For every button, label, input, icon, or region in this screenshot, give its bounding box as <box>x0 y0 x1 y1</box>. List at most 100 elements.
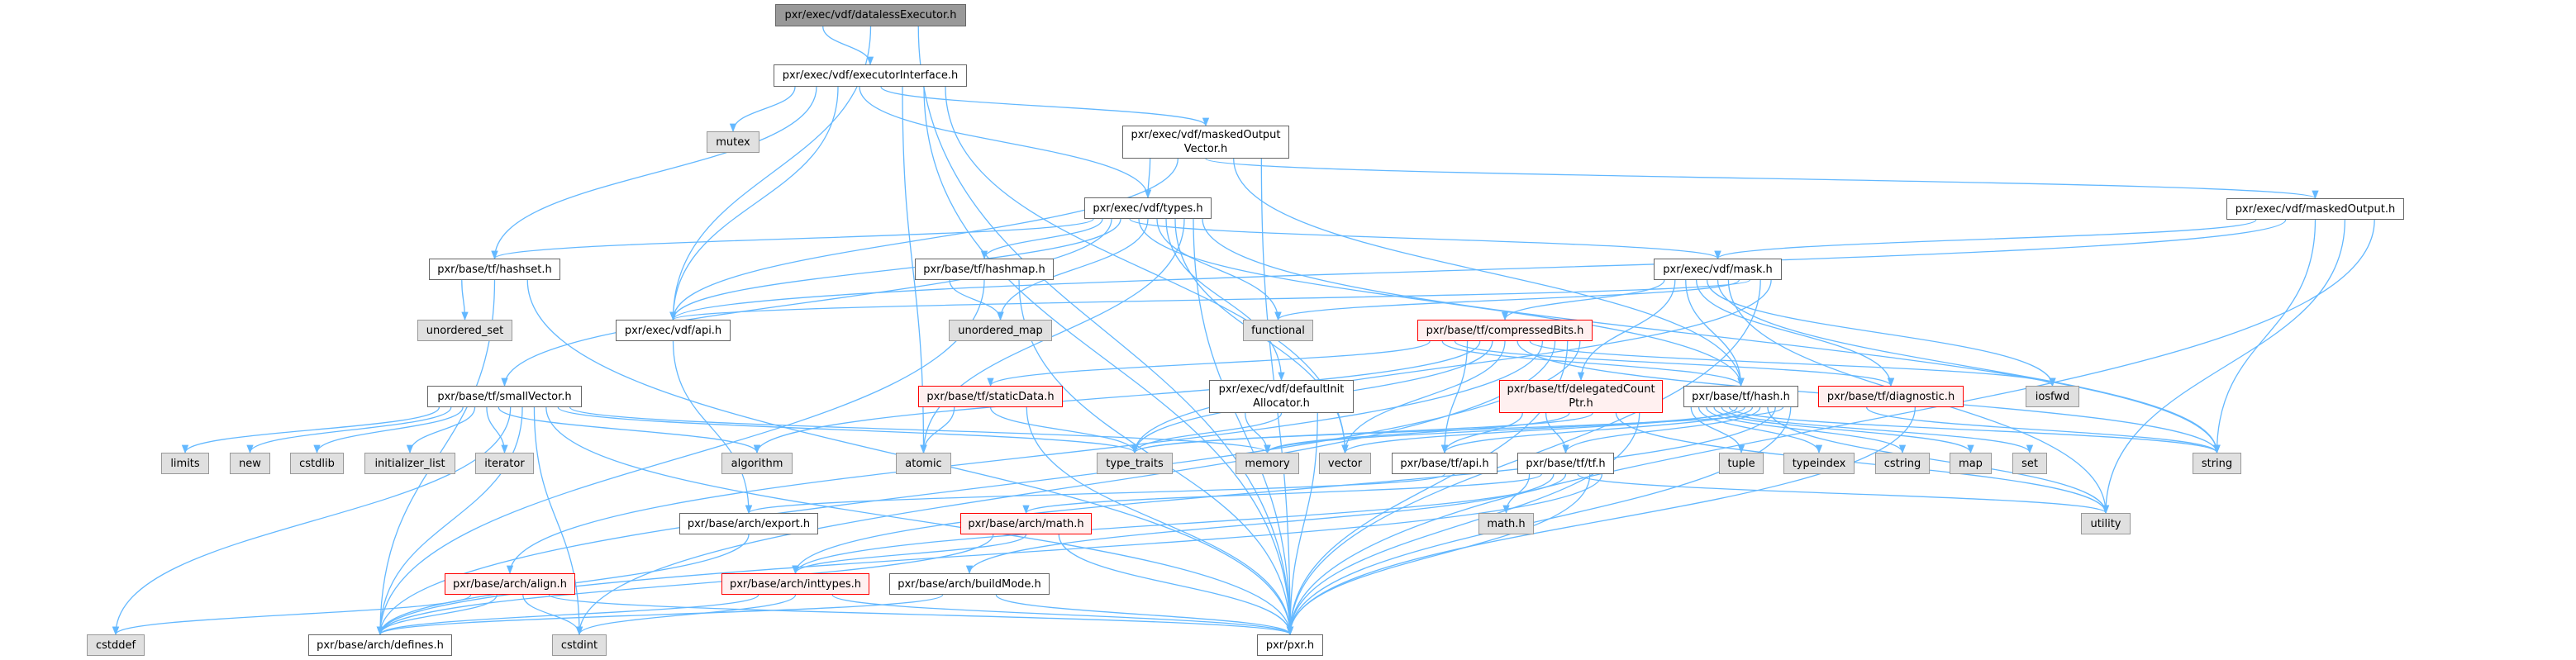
edge-buildMode-to-pxr <box>995 594 1294 636</box>
edge-dia-to-pxr <box>1286 412 1318 636</box>
edge-types-to-functional <box>1156 218 1282 321</box>
edge-tf-to-utility <box>1577 473 2109 515</box>
node-tf-hash[interactable]: pxr/base/tf/hash.h <box>1683 386 1798 407</box>
edge-buildMode-to-defines <box>377 594 944 636</box>
node-static-data[interactable]: pxr/base/tf/staticData.h <box>918 386 1063 407</box>
node-unordered-map[interactable]: unordered_map <box>949 320 1052 341</box>
edge-hash-to-pxr <box>1286 406 1792 636</box>
node-arch-export[interactable]: pxr/base/arch/export.h <box>679 513 818 534</box>
edge-mo-to-vdfapi <box>669 219 2287 321</box>
edge-mo-to-string <box>2213 219 2316 454</box>
edge-hash-to-inttypes <box>792 406 1776 575</box>
node-dataless-executor[interactable]: pxr/exec/vdf/datalessExecutor.h <box>775 4 966 26</box>
edge-diagnostic-to-string <box>1866 406 2221 454</box>
node-pxr[interactable]: pxr/pxr.h <box>1257 634 1323 656</box>
node-new[interactable]: new <box>230 453 270 474</box>
node-type-traits[interactable]: type_traits <box>1097 453 1173 474</box>
edge-vdfapi-to-export <box>672 340 753 515</box>
edge-hash-to-cstring <box>1706 406 1907 454</box>
node-default-init-allocator[interactable]: pxr/exec/vdf/defaultInit Allocator.h <box>1209 380 1354 413</box>
node-masked-output[interactable]: pxr/exec/vdf/maskedOutput.h <box>2226 198 2404 220</box>
edge-smallVector-to-cstdlib <box>313 406 464 454</box>
edge-hash-to-tfapi <box>1440 406 1754 454</box>
edge-types-to-hash <box>1138 218 1745 387</box>
node-set[interactable]: set <box>2012 453 2047 474</box>
node-arch-inttypes[interactable]: pxr/base/arch/inttypes.h <box>721 573 869 595</box>
node-small-vector[interactable]: pxr/base/tf/smallVector.h <box>427 386 582 407</box>
edge-types-to-unordered_map <box>997 218 1149 321</box>
edge-types-to-atomic <box>920 218 1185 454</box>
edge-dcp-to-memory <box>1264 412 1570 454</box>
node-arch-align[interactable]: pxr/base/arch/align.h <box>445 573 575 595</box>
node-cstddef[interactable]: cstddef <box>87 634 145 656</box>
edge-dcp-to-utility <box>1615 412 2110 515</box>
node-cstdint[interactable]: cstdint <box>552 634 607 656</box>
node-compressed-bits[interactable]: pxr/base/tf/compressedBits.h <box>1417 320 1593 341</box>
node-cstring[interactable]: cstring <box>1875 453 1930 474</box>
edge-types-to-string <box>1202 218 2221 454</box>
node-algorithm[interactable]: algorithm <box>721 453 793 474</box>
node-atomic[interactable]: atomic <box>896 453 951 474</box>
edge-smallVector-to-defines <box>376 406 523 636</box>
node-tf-tf[interactable]: pxr/base/tf/tf.h <box>1517 453 1614 474</box>
node-vdf-api[interactable]: pxr/exec/vdf/api.h <box>616 320 731 341</box>
node-mutex[interactable]: mutex <box>707 131 759 153</box>
node-vdf-types[interactable]: pxr/exec/vdf/types.h <box>1084 197 1212 219</box>
edge-root-to-execIface <box>822 26 874 66</box>
node-functional[interactable]: functional <box>1243 320 1313 341</box>
edge-hashmap-to-defines <box>376 279 985 636</box>
node-masked-output-vector[interactable]: pxr/exec/vdf/maskedOutput Vector.h <box>1122 126 1289 159</box>
node-hashmap[interactable]: pxr/base/tf/hashmap.h <box>915 259 1054 280</box>
node-map[interactable]: map <box>1950 453 1992 474</box>
node-initializer-list[interactable]: initializer_list <box>364 453 455 474</box>
node-utility[interactable]: utility <box>2081 513 2131 534</box>
edge-tf-to-pxr <box>1286 473 1591 636</box>
edge-execIface-to-mutex <box>729 86 796 133</box>
edge-types-to-smallVector <box>501 218 1112 387</box>
node-arch-math[interactable]: pxr/base/arch/math.h <box>960 513 1092 534</box>
node-string[interactable]: string <box>2193 453 2241 474</box>
edge-smallVector-to-initializer_list <box>406 406 476 454</box>
node-math-h[interactable]: math.h <box>1478 513 1534 534</box>
edge-smallVector-to-type_traits <box>557 406 1138 454</box>
edge-compressedBits-to-algorithm <box>753 340 1481 454</box>
node-iosfwd[interactable]: iosfwd <box>2026 386 2079 407</box>
edge-mask-to-string <box>1717 279 2221 454</box>
edge-hash-to-vector <box>1341 406 1738 454</box>
node-hashset[interactable]: pxr/base/tf/hashset.h <box>429 259 560 280</box>
node-arch-build-mode[interactable]: pxr/base/arch/buildMode.h <box>889 573 1050 595</box>
node-vdf-mask[interactable]: pxr/exec/vdf/mask.h <box>1654 259 1782 280</box>
node-vector[interactable]: vector <box>1319 453 1371 474</box>
edge-hash-to-typeindex <box>1697 406 1823 454</box>
node-diagnostic[interactable]: pxr/base/tf/diagnostic.h <box>1818 386 1964 407</box>
node-limits[interactable]: limits <box>161 453 209 474</box>
edge-mask-to-functional <box>1274 279 1740 321</box>
node-typeindex[interactable]: typeindex <box>1783 453 1855 474</box>
node-tuple[interactable]: tuple <box>1719 453 1764 474</box>
node-memory[interactable]: memory <box>1236 453 1299 474</box>
edge-hash-to-tuple <box>1690 406 1745 454</box>
edge-hash-to-map <box>1713 406 1974 454</box>
edge-execIface-to-pxr <box>923 86 1294 636</box>
edge-smallVector-to-cstdint <box>533 406 583 636</box>
node-cstdlib[interactable]: cstdlib <box>290 453 344 474</box>
edge-compressedBits-to-iosfwd <box>1529 340 2056 387</box>
edge-mask-to-hash <box>1685 279 1745 387</box>
node-delegated-count-ptr[interactable]: pxr/base/tf/delegatedCount Ptr.h <box>1499 380 1663 413</box>
edge-hashmap-to-unordered_map <box>949 279 1004 321</box>
edge-hash-to-memory <box>1264 406 1745 454</box>
edge-staticData-to-type_traits <box>989 406 1139 454</box>
edge-tf-to-inttypes <box>792 473 1567 575</box>
node-unordered-set[interactable]: unordered_set <box>417 320 512 341</box>
edge-types-to-hashmap <box>980 218 1103 260</box>
edge-compressedBits-to-diagnostic <box>1454 340 1894 387</box>
node-executor-interface[interactable]: pxr/exec/vdf/executorInterface.h <box>774 64 967 87</box>
node-tf-api[interactable]: pxr/base/tf/api.h <box>1392 453 1498 474</box>
edge-archmath-to-defines <box>376 534 994 636</box>
edge-inttypes-to-defines <box>377 594 759 636</box>
node-arch-defines[interactable]: pxr/base/arch/defines.h <box>308 634 452 656</box>
edge-execIface-to-mov <box>880 86 1210 127</box>
node-iterator[interactable]: iterator <box>475 453 534 474</box>
edge-execIface-to-vdfapi <box>669 86 839 321</box>
